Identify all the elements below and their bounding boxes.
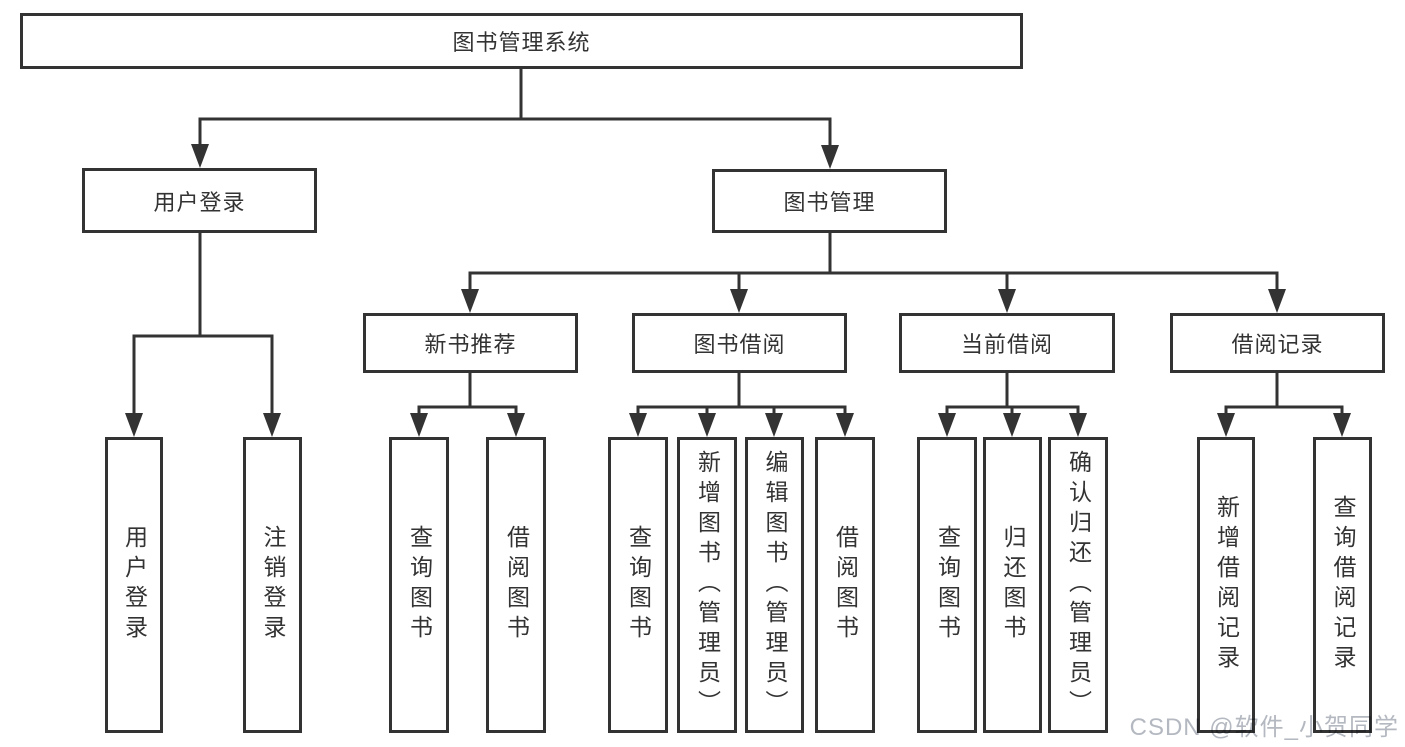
leaf-add-book-admin: 新增图书（管理员） bbox=[677, 437, 737, 733]
node-label: 借阅记录 bbox=[1231, 332, 1324, 357]
node-user-login: 用户登录 bbox=[82, 168, 317, 233]
edge-current-borrow-to-leaves bbox=[938, 371, 1087, 437]
node-label: 借阅图书 bbox=[503, 525, 530, 645]
leaf-query-book: 查询图书 bbox=[608, 437, 668, 733]
leaf-logout-login: 注销登录 bbox=[243, 437, 302, 733]
node-new-book-recommend: 新书推荐 bbox=[363, 313, 578, 373]
node-label: 注销登录 bbox=[260, 525, 286, 645]
node-label: 编辑图书（管理员） bbox=[762, 450, 788, 720]
leaf-query-borrow-record: 查询借阅记录 bbox=[1313, 437, 1372, 733]
node-label: 确认归还（管理员） bbox=[1065, 450, 1092, 720]
leaf-borrow-book: 借阅图书 bbox=[815, 437, 875, 733]
edge-user-login-to-leaves bbox=[125, 231, 281, 437]
leaf-user-login: 用户登录 bbox=[105, 437, 163, 733]
node-label: 查询图书 bbox=[625, 525, 652, 645]
node-label: 查询图书 bbox=[406, 525, 433, 645]
node-label: 查询借阅记录 bbox=[1330, 495, 1356, 675]
node-book-borrow: 图书借阅 bbox=[632, 313, 847, 373]
leaf-borrow-book: 借阅图书 bbox=[486, 437, 546, 733]
node-borrow-records: 借阅记录 bbox=[1170, 313, 1385, 373]
edge-new-book-recommend-to-leaves bbox=[410, 371, 525, 437]
edge-root-to-level2 bbox=[191, 67, 839, 169]
node-label: 借阅图书 bbox=[832, 525, 859, 645]
leaf-add-borrow-record: 新增借阅记录 bbox=[1197, 437, 1255, 733]
edge-borrow-records-to-leaves bbox=[1217, 371, 1351, 437]
node-root: 图书管理系统 bbox=[20, 13, 1023, 69]
leaf-confirm-return-admin: 确认归还（管理员） bbox=[1048, 437, 1108, 733]
node-label: 图书管理系统 bbox=[452, 30, 591, 55]
edge-book-management-to-level3 bbox=[461, 231, 1286, 313]
node-label: 图书借阅 bbox=[693, 332, 786, 357]
node-label: 新增图书（管理员） bbox=[694, 450, 721, 720]
node-label: 新书推荐 bbox=[424, 332, 517, 357]
node-label: 图书管理 bbox=[783, 190, 876, 215]
node-current-borrow: 当前借阅 bbox=[899, 313, 1115, 373]
node-label: 用户登录 bbox=[121, 525, 148, 645]
leaf-query-book: 查询图书 bbox=[389, 437, 449, 733]
leaf-query-book: 查询图书 bbox=[917, 437, 977, 733]
node-label: 当前借阅 bbox=[960, 332, 1053, 357]
node-label: 归还图书 bbox=[1000, 525, 1026, 645]
edge-book-borrow-to-leaves bbox=[629, 371, 854, 437]
node-label: 新增借阅记录 bbox=[1213, 495, 1240, 675]
node-book-management: 图书管理 bbox=[712, 169, 947, 233]
csdn-watermark: CSDN @软件_小贺同学 bbox=[1129, 714, 1399, 741]
leaf-edit-book-admin: 编辑图书（管理员） bbox=[745, 437, 804, 733]
node-label: 用户登录 bbox=[153, 189, 246, 215]
node-label: 查询图书 bbox=[934, 525, 961, 645]
leaf-return-book: 归还图书 bbox=[983, 437, 1042, 733]
